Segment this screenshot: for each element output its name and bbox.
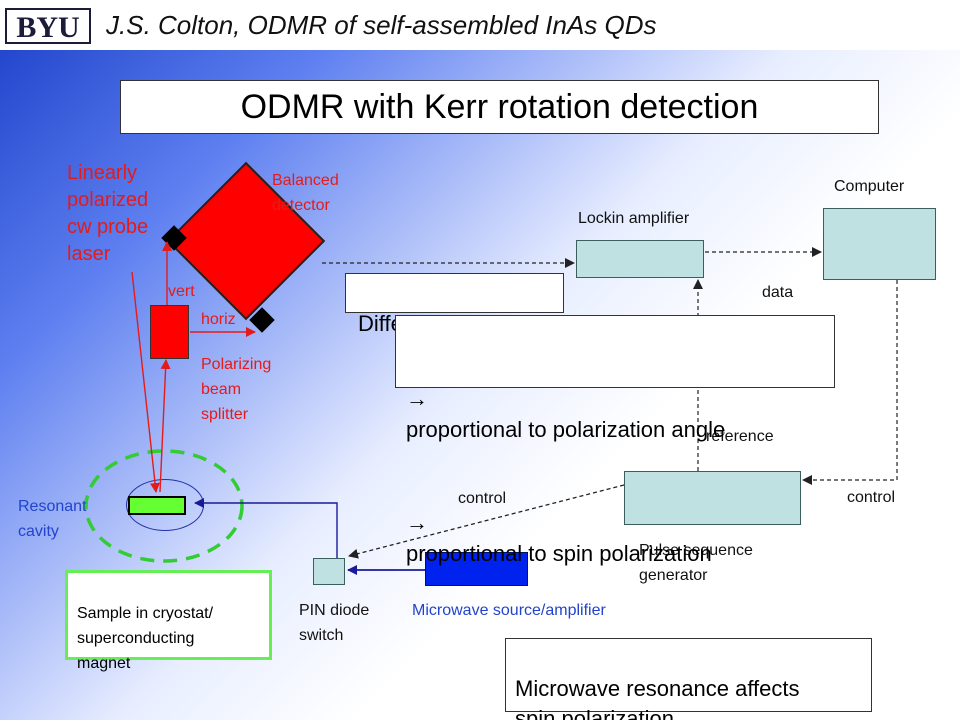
pulse-generator-box — [624, 471, 801, 525]
laser-beam-reflected — [159, 359, 171, 493]
sample-chip — [128, 496, 186, 515]
computer-label: Computer — [834, 178, 905, 195]
pbs-label: Polarizing beam splitter — [201, 356, 272, 423]
reference-label: reference — [706, 428, 774, 445]
slide-title: ODMR with Kerr rotation detection — [120, 80, 879, 134]
sample-box: Sample in cryostat/ superconducting magn… — [65, 570, 272, 672]
header-bar — [0, 0, 960, 50]
polarizing-beam-splitter — [150, 305, 189, 359]
laser-label: Linearly polarized cw probe laser — [67, 162, 149, 265]
resonant-cavity-label: Resonant cavity — [18, 498, 87, 540]
control-label-right: control — [847, 489, 896, 506]
proportional-text-2: proportional to spin polarization — [406, 541, 712, 566]
lockin-amplifier-box — [576, 240, 704, 278]
proportional-text-1: proportional to polarization angle — [406, 417, 726, 442]
byu-logo: BYU — [4, 6, 92, 46]
microwave-source-label: Microwave source/amplifier — [412, 602, 606, 619]
computer-box — [823, 208, 936, 280]
lockin-label: Lockin amplifier — [578, 210, 690, 227]
control-label-left: control — [458, 490, 507, 507]
proportional-line-1: → proportional to polarization angle — [406, 352, 824, 445]
pin-diode-label: PIN diode switch — [299, 602, 370, 644]
horiz-label: horiz — [201, 311, 236, 328]
balanced-detector-label: Balanced detector — [272, 172, 339, 214]
proportional-line-2: → proportional to spin polarization — [406, 476, 824, 569]
arrow-icon: → — [406, 386, 428, 411]
byu-logo-text: BYU — [16, 11, 79, 44]
microwave-wire-pin-cavity — [194, 498, 338, 558]
pin-diode-switch-box — [313, 558, 345, 585]
vert-label: vert — [168, 283, 195, 300]
arrow-icon: → — [406, 510, 428, 535]
sample-text: Sample in cryostat/ superconducting magn… — [77, 605, 214, 672]
microwave-source-box — [425, 552, 528, 586]
resonance-note-box: Microwave resonance affects spin polariz… — [505, 638, 872, 720]
difference-signal-box: Difference signal — [345, 273, 564, 336]
resonance-note-text: Microwave resonance affects spin polariz… — [515, 676, 800, 720]
pulse-generator-label: Pulse sequence generator — [639, 542, 753, 584]
data-label: data — [762, 284, 794, 301]
proportional-box: → proportional to polarization angle → p… — [395, 315, 835, 566]
header-title: J.S. Colton, ODMR of self-assembled InAs… — [106, 10, 657, 40]
